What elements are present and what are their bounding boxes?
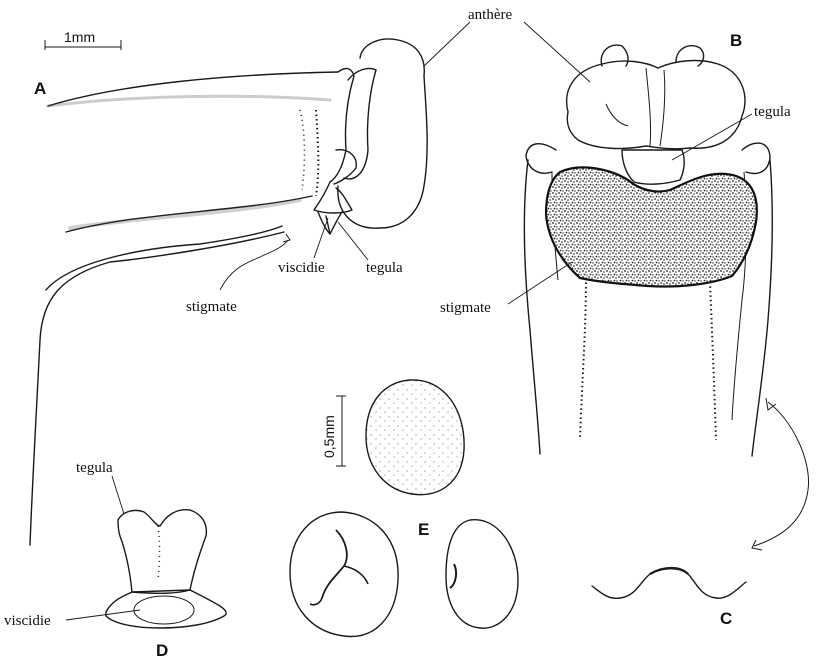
scale-label-05mm: 0,5mm [321,415,337,458]
label-anthere: anthère [468,7,512,23]
label-tegula-d: tegula [76,460,113,476]
stigma-cavity [546,167,757,286]
viscidie-a-leader [314,218,328,258]
label-tegula-b: tegula [754,104,791,120]
pollinium-left [290,512,398,636]
panel-label-c: C [720,609,732,628]
panel-label-a: A [34,79,46,98]
viscidie-d-leader [66,610,140,620]
panel-label-b: B [730,31,742,50]
relation-arrow [752,398,809,550]
panel-label-d: D [156,641,168,660]
stigmate-b-leader [508,262,572,304]
panel-d-drawing [106,510,226,628]
tegula-b-leader [672,114,752,160]
anthere-leader [424,22,470,66]
anthere-b-leader [524,22,590,82]
label-tegula-a: tegula [366,260,403,276]
label-viscidie-a: viscidie [278,260,325,276]
panel-c-drawing [592,568,746,598]
panel-label-e: E [418,520,429,539]
panel-b-drawing [524,45,772,456]
scale-bar-05mm [336,396,346,466]
label-stigmate-b: stigmate [440,300,491,316]
tegula-a-leader [338,222,368,260]
tegula-d-leader [112,476,124,514]
label-stigmate-a: stigmate [186,299,237,315]
scale-label-1mm: 1mm [64,29,95,45]
pollinium-top [366,380,464,495]
label-viscidie-d: viscidie [4,613,51,629]
